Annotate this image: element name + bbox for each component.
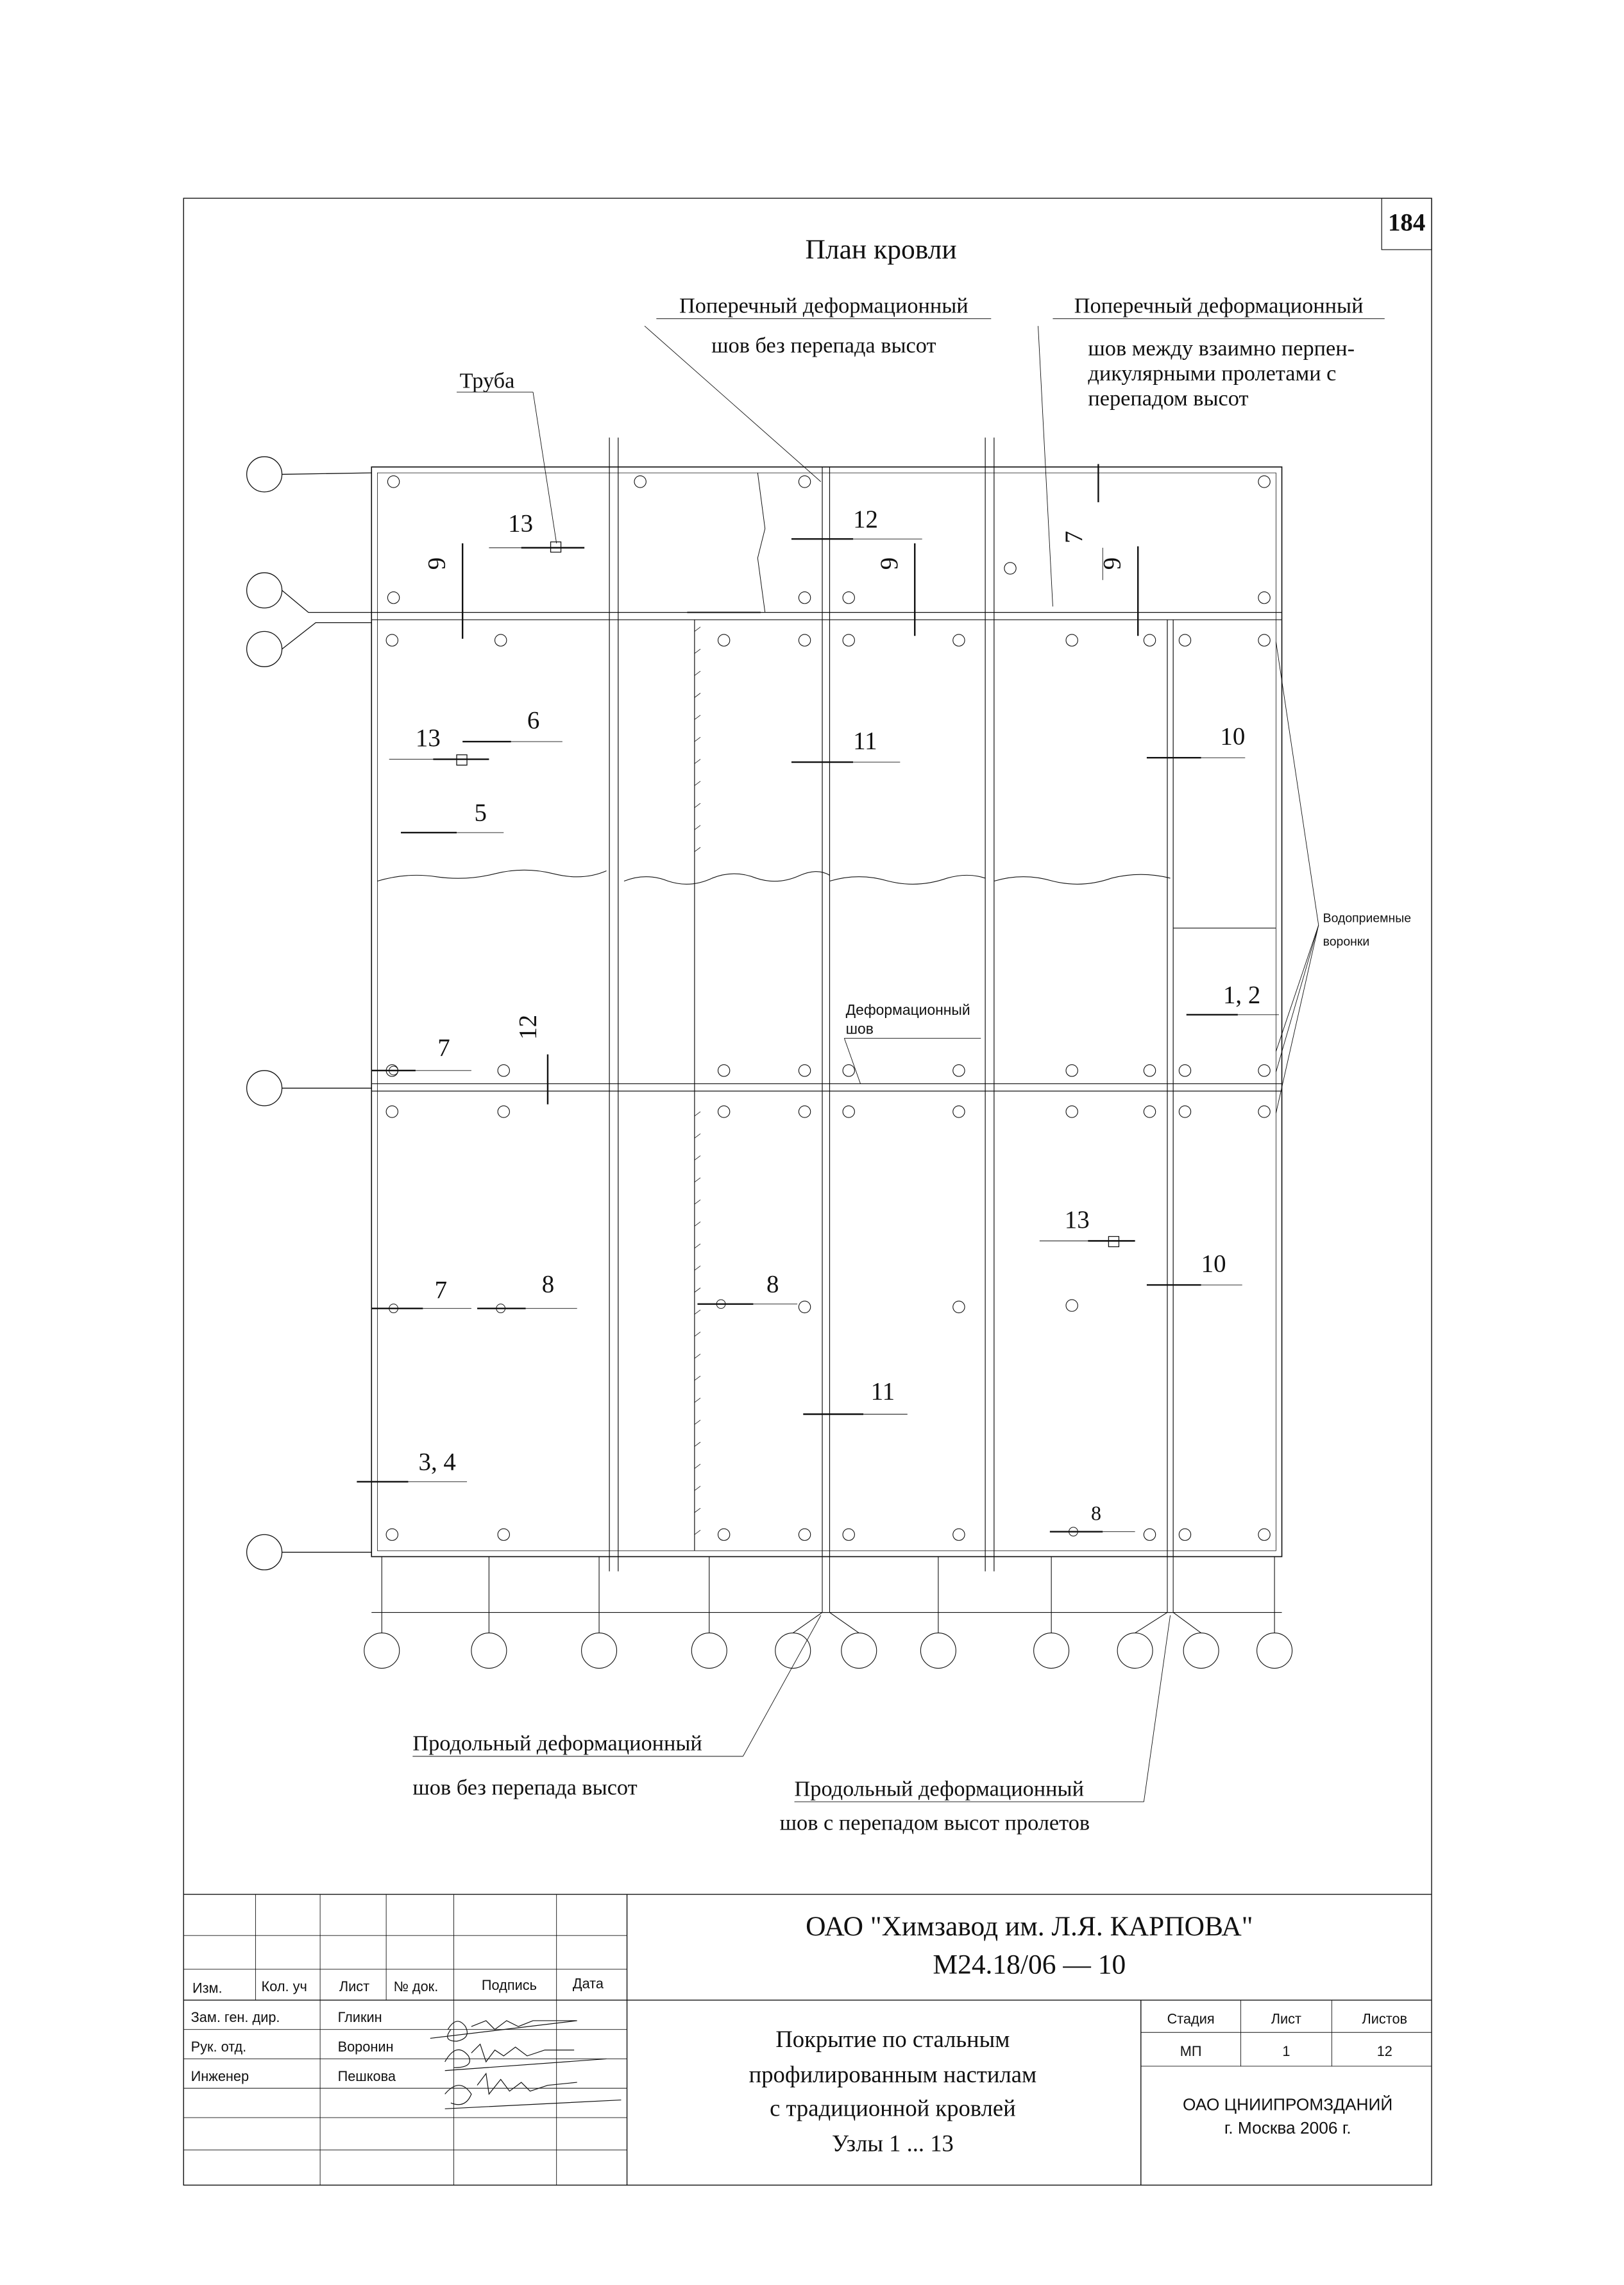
header-izm: Изм. xyxy=(192,1980,223,1996)
callout-pipe: Труба xyxy=(460,368,515,393)
node-label: 8 xyxy=(1091,1501,1101,1524)
stage-header: Стадия xyxy=(1167,2011,1215,2027)
node-label: 12 xyxy=(853,505,878,533)
sheet-value: 1 xyxy=(1282,2043,1290,2059)
node-label: 10 xyxy=(1201,1250,1226,1277)
break-line xyxy=(377,870,1170,884)
callout-expansion-joint-2: шов xyxy=(846,1021,874,1037)
callout-transverse-no-drop-2: шов без перепада высот xyxy=(711,333,936,357)
description-line: Узлы 1 ... 13 xyxy=(832,2130,954,2157)
node-label: 11 xyxy=(853,727,877,754)
node-label: 8 xyxy=(542,1270,554,1298)
description-line: с традиционной кровлей xyxy=(770,2095,1016,2121)
callout-transverse-perp-3: дикулярными пролетами с xyxy=(1088,361,1336,386)
roof-outline xyxy=(371,467,1281,1557)
header-sign: Подпись xyxy=(482,1977,537,1993)
header-list: Лист xyxy=(339,1978,369,1994)
sheets-value: 12 xyxy=(1377,2043,1392,2059)
node-label: 9 xyxy=(875,557,903,570)
sheet-header: Лист xyxy=(1271,2011,1301,2027)
staff-role: Инженер xyxy=(191,2068,249,2084)
node-label: 10 xyxy=(1220,723,1245,751)
staff-role: Зам. ген. дир. xyxy=(191,2009,280,2025)
callout-funnels-2: воронки xyxy=(1323,935,1370,949)
header-kol: Кол. уч xyxy=(262,1978,307,1994)
node-label: 7 xyxy=(437,1034,450,1062)
node-label: 6 xyxy=(527,706,539,734)
node-label: 9 xyxy=(423,557,451,570)
city-year: г. Москва 2006 г. xyxy=(1224,2118,1351,2137)
description-line: Покрытие по стальным xyxy=(775,2026,1010,2052)
header-date: Дата xyxy=(573,1976,604,1992)
node-label: 8 xyxy=(766,1270,779,1298)
node-label: 7 xyxy=(1060,531,1088,543)
callout-expansion-joint-1: Деформационный xyxy=(846,1001,970,1018)
callout-transverse-perp-4: перепадом высот xyxy=(1088,386,1248,411)
description-line: профилированным настилам xyxy=(749,2061,1037,2087)
sheet-number-box xyxy=(1382,198,1432,250)
node-label: 7 xyxy=(435,1277,447,1304)
designer-org: ОАО ЦНИИПРОМЗДАНИЙ xyxy=(1183,2095,1392,2114)
node-label: 1, 2 xyxy=(1223,981,1260,1009)
drawing-frame xyxy=(183,198,1432,2185)
staff-name: Воронин xyxy=(338,2039,394,2055)
signatures xyxy=(430,2021,622,2109)
sheets-header: Листов xyxy=(1362,2011,1407,2027)
sheet-number: 184 xyxy=(1388,208,1425,236)
plan-title: План кровли xyxy=(806,234,957,265)
callout-longitudinal-no-drop-2: шов без перепада высот xyxy=(412,1775,637,1799)
node-label: 9 xyxy=(1099,557,1126,570)
node-label: 13 xyxy=(416,724,441,752)
node-label: 3, 4 xyxy=(418,1448,455,1475)
callout-longitudinal-drop-2: шов с перепадом высот пролетов xyxy=(780,1810,1090,1835)
callout-transverse-perp-2: шов между взаимно перпен- xyxy=(1088,336,1355,361)
header-ndoc: № док. xyxy=(394,1978,439,1994)
node-label: 11 xyxy=(871,1378,895,1406)
staff-role: Рук. отд. xyxy=(191,2039,247,2055)
stage-value: МП xyxy=(1180,2043,1202,2059)
node-label: 5 xyxy=(474,799,486,827)
staff-name: Пешкова xyxy=(338,2068,396,2084)
callout-transverse-no-drop-1: Поперечный деформационный xyxy=(679,294,968,318)
callout-transverse-perp-1: Поперечный деформационный xyxy=(1074,294,1364,318)
callout-longitudinal-no-drop-1: Продольный деформационный xyxy=(412,1731,702,1756)
staff-name: Гликин xyxy=(338,2009,382,2025)
drawing-code: М24.18/06 — 10 xyxy=(933,1949,1126,1980)
node-label: 12 xyxy=(514,1015,542,1040)
organization: ОАО "Химзавод им. Л.Я. КАРПОВА" xyxy=(806,1911,1253,1942)
callout-funnels-1: Водоприемные xyxy=(1323,912,1411,926)
callout-longitudinal-drop-1: Продольный деформационный xyxy=(795,1777,1084,1801)
node-label: 13 xyxy=(1065,1206,1090,1234)
node-label: 13 xyxy=(508,510,533,538)
